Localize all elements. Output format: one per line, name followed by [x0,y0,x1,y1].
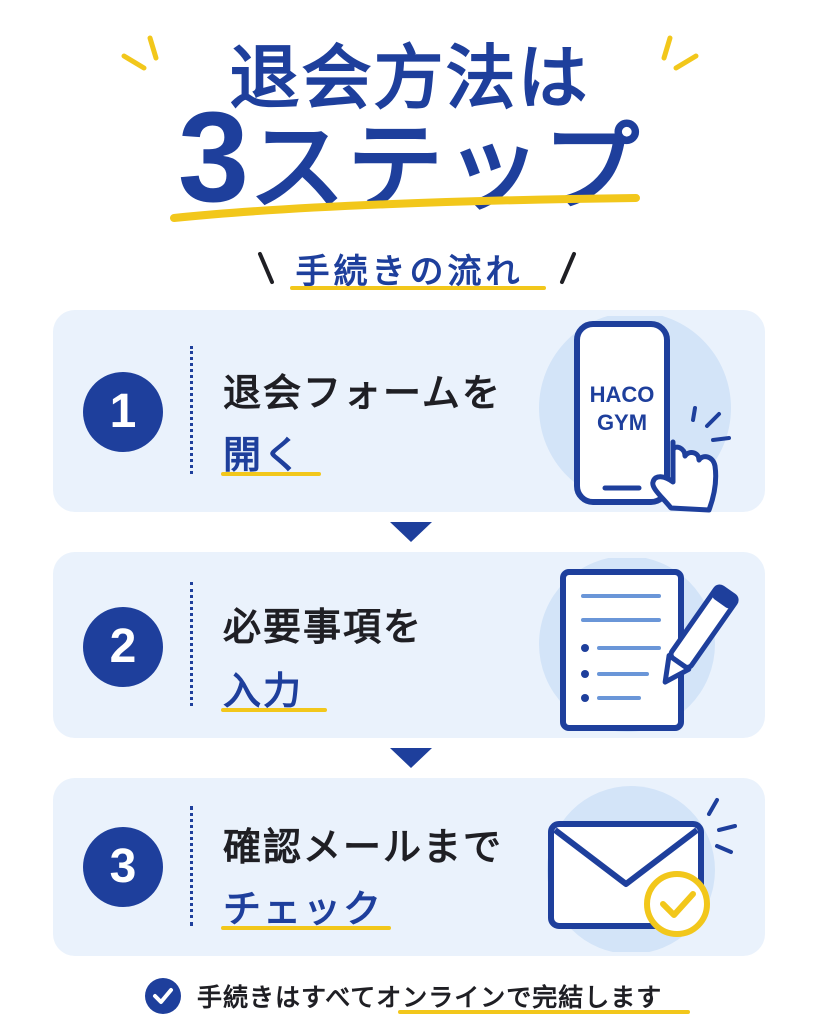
footer-note: 手続きはすべてオンラインで完結します [145,976,662,1016]
step-text-line1: 確認メールまで [223,825,504,869]
form-pen-icon [539,558,739,732]
step-text-line2: チェック [223,887,384,931]
dotted-divider [190,346,193,474]
sparkle-right-icon [661,35,699,71]
dotted-divider [190,582,193,706]
subtitle: 手続きの流れ [295,252,524,292]
step-highlight-underline [221,708,327,712]
envelope-check-icon [547,786,737,952]
footer-text: 手続きはすべてオンラインで完結します [197,983,663,1012]
check-circle-icon [145,978,181,1014]
title-underline-brush [170,194,640,222]
down-arrow-icon [390,748,432,768]
subtitle-slash-right [560,252,576,284]
step-text-line1: 退会フォームを [223,371,502,415]
page-title: 退会方法は [229,37,590,119]
step-text-line1: 必要事項を [223,605,424,649]
phone-screen-text-2: GYM [597,410,647,435]
subtitle-slash-left [258,252,274,284]
step-highlight-underline [221,926,391,930]
step-number-badge: 3 [83,827,163,907]
dotted-divider [190,806,193,926]
step-number-badge: 2 [83,607,163,687]
step-card-3: 3 確認メールまで チェック [53,778,765,956]
step-highlight-underline [221,472,321,476]
step-text-line2: 入力 [223,669,304,713]
step-text-line2: 開く [223,433,304,477]
sparkle-left-icon [121,35,159,71]
subtitle-underline [290,286,546,290]
title-number: 3 [177,86,250,229]
step-number-badge: 1 [83,372,163,452]
down-arrow-icon [390,522,432,542]
smartphone-tap-icon: HACO GYM [539,316,731,513]
phone-screen-text-1: HACO [590,382,655,407]
step-card-1: 1 退会フォームを 開く HACO GYM [53,310,765,513]
footer-highlight-underline [398,1010,690,1014]
step-card-2: 2 必要事項を 入力 [53,552,765,738]
